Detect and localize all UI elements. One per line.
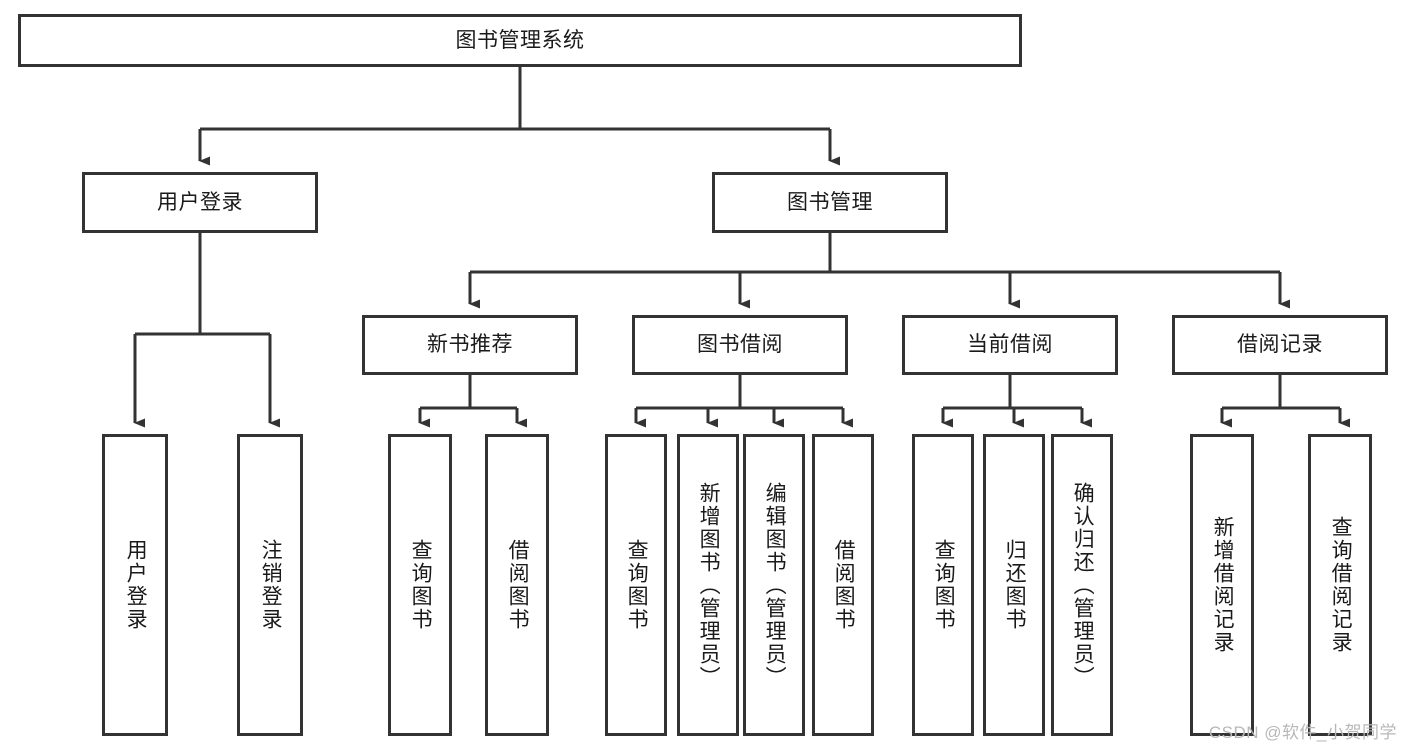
node-leaf-user-login-label: 用户登录 — [124, 539, 148, 631]
node-leaf-user-login[interactable]: 用户登录 — [102, 434, 168, 736]
node-book-manage-label: 图书管理 — [787, 190, 873, 214]
node-leaf-query-book-2[interactable]: 查询图书 — [605, 434, 667, 736]
node-leaf-confirm-return-admin[interactable]: 确认归还（管理员） — [1051, 434, 1113, 736]
node-leaf-add-borrow-record[interactable]: 新增借阅记录 — [1190, 434, 1254, 736]
node-book-manage[interactable]: 图书管理 — [712, 172, 948, 233]
node-leaf-add-borrow-record-label: 新增借阅记录 — [1211, 516, 1235, 654]
node-leaf-edit-book-admin-label: 编辑图书（管理员） — [763, 481, 787, 689]
node-new-book-recommend[interactable]: 新书推荐 — [362, 315, 578, 375]
node-leaf-add-book-admin[interactable]: 新增图书（管理员） — [677, 434, 739, 736]
node-leaf-borrow-book-1-label: 借阅图书 — [506, 539, 530, 631]
node-leaf-query-book-3-label: 查询图书 — [932, 539, 956, 631]
node-user-login-label: 用户登录 — [157, 190, 243, 214]
node-borrow-record-label: 借阅记录 — [1237, 333, 1323, 357]
node-leaf-query-borrow-record-label: 查询借阅记录 — [1329, 516, 1353, 654]
node-leaf-edit-book-admin[interactable]: 编辑图书（管理员） — [743, 434, 805, 736]
node-leaf-return-book-label: 归还图书 — [1003, 539, 1027, 631]
node-leaf-query-borrow-record[interactable]: 查询借阅记录 — [1308, 434, 1372, 736]
node-root[interactable]: 图书管理系统 — [18, 14, 1022, 67]
node-leaf-query-book-3[interactable]: 查询图书 — [912, 434, 974, 736]
node-leaf-borrow-book-2[interactable]: 借阅图书 — [812, 434, 874, 736]
node-leaf-borrow-book-1[interactable]: 借阅图书 — [485, 434, 549, 736]
node-leaf-confirm-return-admin-label: 确认归还（管理员） — [1071, 481, 1095, 689]
csdn-watermark: CSDN @软件_小贺同学 — [1208, 723, 1397, 742]
node-leaf-return-book[interactable]: 归还图书 — [983, 434, 1045, 736]
node-book-borrow[interactable]: 图书借阅 — [632, 315, 848, 375]
node-book-borrow-label: 图书借阅 — [697, 333, 783, 357]
node-leaf-add-book-admin-label: 新增图书（管理员） — [697, 481, 721, 689]
node-root-label: 图书管理系统 — [455, 28, 585, 52]
node-borrow-record[interactable]: 借阅记录 — [1172, 315, 1388, 375]
node-new-book-recommend-label: 新书推荐 — [427, 333, 513, 357]
node-current-borrow-label: 当前借阅 — [967, 333, 1053, 357]
node-leaf-query-book-2-label: 查询图书 — [625, 539, 649, 631]
node-user-login[interactable]: 用户登录 — [82, 172, 318, 233]
node-current-borrow[interactable]: 当前借阅 — [902, 315, 1118, 375]
node-leaf-user-logout-label: 注销登录 — [259, 539, 283, 631]
node-leaf-query-book-1[interactable]: 查询图书 — [388, 434, 452, 736]
node-leaf-user-logout[interactable]: 注销登录 — [237, 434, 303, 736]
node-leaf-query-book-1-label: 查询图书 — [409, 539, 433, 631]
node-leaf-borrow-book-2-label: 借阅图书 — [832, 539, 856, 631]
